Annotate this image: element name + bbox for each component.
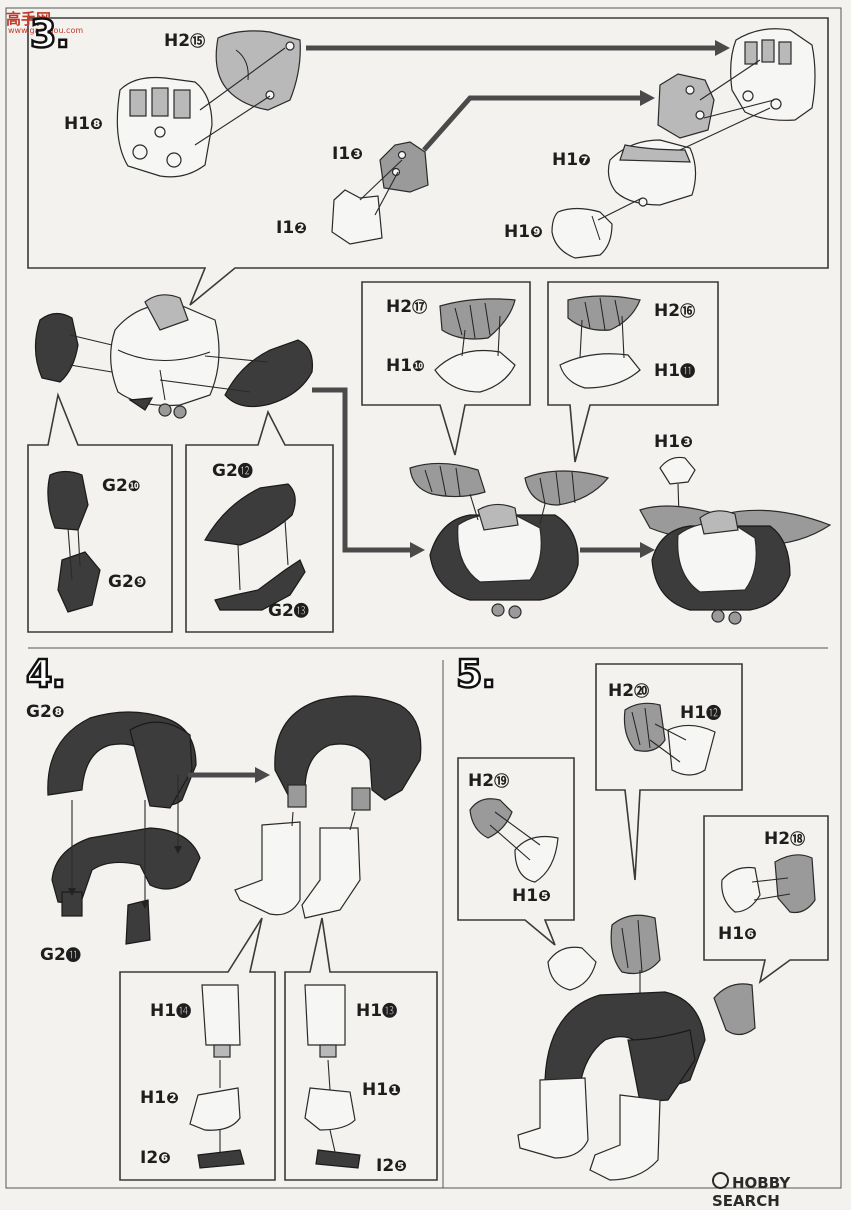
part-g2-10 — [47, 470, 89, 531]
part-middle-assembly — [429, 503, 579, 619]
label-g2-8: G2❽ — [26, 702, 65, 722]
label-i1-3: I1❸ — [332, 144, 363, 164]
hobbysearch-icon — [712, 1172, 729, 1189]
label-h2-16: H2⑯ — [654, 301, 696, 321]
watermark-hobbysearch: HOBBY SEARCH — [712, 1172, 851, 1210]
label-h1-13: H1⓭ — [356, 1001, 398, 1021]
label-h2-18: H2⑱ — [764, 829, 806, 849]
label-h1-10: H1❿ — [386, 356, 425, 376]
label-h1-12: H1⓬ — [680, 703, 722, 723]
part-h2-15 — [215, 30, 301, 111]
part-left-arm-dark — [34, 312, 79, 383]
step-number-3: 3. — [29, 11, 71, 58]
part-loose-h2-19-assembly — [547, 946, 597, 991]
label-h2-20: H2⑳ — [608, 681, 650, 701]
part-i1-assembled — [657, 73, 715, 139]
part-h1-14 — [201, 984, 241, 1058]
label-h1-6: H1❻ — [718, 924, 757, 944]
part-assembled-back — [730, 28, 816, 121]
label-h1-3: H1❸ — [654, 432, 693, 452]
label-h2-19: H2⑲ — [468, 771, 510, 791]
part-i1-3 — [379, 141, 429, 193]
part-h1-2 — [189, 1087, 241, 1131]
part-h1-1 — [304, 1087, 356, 1131]
part-h1-8 — [116, 76, 213, 178]
part-h1-12 — [667, 724, 716, 776]
label-h2-17: H2⑰ — [386, 297, 428, 317]
label-g2-9: G2❾ — [108, 572, 147, 592]
label-i2-5: I2❺ — [376, 1156, 407, 1176]
part-i1-2 — [331, 189, 383, 245]
part-i2-5 — [315, 1149, 361, 1169]
label-h1-7: H1❼ — [552, 150, 591, 170]
label-g2-10: G2❿ — [102, 476, 141, 496]
label-h1-1: H1❶ — [362, 1080, 401, 1100]
label-h1-2: H1❷ — [140, 1088, 179, 1108]
part-g2-9 — [57, 551, 101, 613]
part-g2-8 — [47, 711, 197, 809]
part-final-boots — [517, 1077, 661, 1181]
part-final-torso — [639, 505, 832, 625]
label-h1-11: H1⓫ — [654, 361, 696, 381]
label-i1-2: I1❷ — [276, 218, 307, 238]
part-h2-16 — [567, 295, 641, 331]
label-g2-12: G2⓬ — [212, 461, 253, 481]
label-h1-9: H1❾ — [504, 222, 543, 242]
part-h1-6 — [721, 866, 761, 913]
part-h2-20 — [623, 702, 666, 752]
label-i2-6: I2❻ — [140, 1148, 171, 1168]
part-shoulder-left-pad — [409, 462, 486, 498]
part-loose-h2-18-assembly — [713, 983, 756, 1036]
part-i2-6 — [197, 1149, 245, 1169]
part-torso-assembly — [110, 294, 220, 419]
step-number-4: 4. — [25, 651, 67, 698]
part-shoulder-right-pad — [524, 470, 610, 506]
part-g2-13 — [214, 559, 306, 611]
part-loose-h2-20-assembly — [610, 914, 661, 975]
part-h1-10 — [434, 349, 516, 393]
part-boots — [234, 821, 361, 919]
part-h2-17 — [439, 298, 516, 340]
label-h1-14: H1⓮ — [150, 1001, 192, 1021]
part-right-arm-dark — [224, 339, 314, 408]
part-final-legs — [544, 991, 706, 1103]
watermark-url-top: www.gaoshou.com — [8, 26, 84, 35]
label-h2-15: H2⑮ — [164, 31, 206, 51]
part-h1-5 — [514, 835, 559, 883]
part-g2-12 — [204, 483, 296, 546]
label-h1-5: H1❺ — [512, 886, 551, 906]
step-number-5: 5. — [455, 651, 497, 698]
label-g2-13: G2⓭ — [268, 601, 309, 621]
part-legs-assembled — [274, 695, 422, 811]
part-h1-9 — [551, 207, 613, 259]
watermark-logo-top: 高手网 — [6, 10, 52, 28]
part-h2-19 — [469, 798, 513, 839]
part-h2-18 — [774, 854, 816, 914]
label-h1-8: H1❽ — [64, 114, 103, 134]
part-h1-13 — [304, 984, 346, 1058]
part-h1-3 — [659, 456, 696, 485]
part-h1-11 — [559, 353, 641, 389]
step3-subassembly-box — [27, 17, 829, 306]
label-g2-11: G2⓫ — [40, 945, 81, 965]
part-h1-7 — [607, 139, 697, 207]
